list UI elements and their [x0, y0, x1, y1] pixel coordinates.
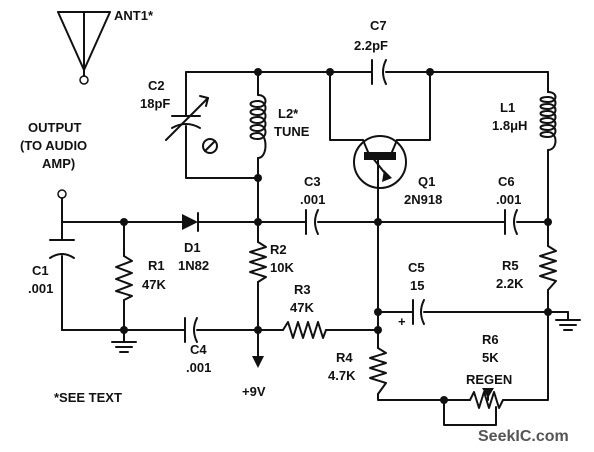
capacitor-c4	[184, 317, 198, 343]
label-c7-value: 2.2pF	[354, 38, 388, 53]
capacitor-c1	[49, 239, 75, 259]
label-c5-name: C5	[408, 260, 425, 275]
label-c2-value: 18pF	[140, 96, 170, 111]
diode-d1	[182, 212, 199, 232]
label-ant1: ANT1*	[114, 8, 154, 23]
label-c1-value: .001	[28, 281, 53, 296]
label-r5-value: 2.2K	[496, 276, 524, 291]
label-c3-name: C3	[304, 174, 321, 189]
label-c5-value: 15	[410, 278, 424, 293]
trimmer-adjust-icon	[202, 138, 218, 154]
label-r3-name: R3	[294, 282, 311, 297]
label-r1-value: 47K	[142, 277, 166, 292]
label-q1-name: Q1	[418, 174, 435, 189]
label-output-2: (TO AUDIO	[20, 138, 87, 153]
label-c1-name: C1	[32, 263, 49, 278]
supply-arrow	[252, 356, 264, 368]
label-r3-value: 47K	[290, 300, 314, 315]
label-c2-name: C2	[148, 78, 165, 93]
label-l2-name: L2*	[278, 106, 299, 121]
label-l2-value: TUNE	[274, 124, 310, 139]
label-c4-value: .001	[186, 360, 211, 375]
label-c4-name: C4	[190, 342, 207, 357]
label-r2-name: R2	[270, 242, 287, 257]
label-output-3: AMP)	[42, 156, 75, 171]
label-c6-name: C6	[498, 174, 515, 189]
label-l1-name: L1	[500, 100, 515, 115]
capacitor-c3	[305, 209, 319, 235]
capacitor-c5	[412, 299, 425, 325]
label-c6-value: .001	[496, 192, 521, 207]
junction-dots	[120, 68, 552, 404]
resistor-r3	[282, 321, 327, 339]
label-supply: +9V	[242, 384, 266, 399]
resistor-r1	[115, 255, 133, 301]
label-r2-value: 10K	[270, 260, 294, 275]
label-r1-name: R1	[148, 258, 165, 273]
potentiometer-r6	[469, 388, 504, 409]
capacitor-c7	[371, 59, 387, 85]
inductor-l2	[249, 94, 267, 159]
resistor-r2	[249, 241, 267, 283]
label-r6-name: R6	[482, 332, 499, 347]
label-d1-name: D1	[184, 240, 201, 255]
ground-symbol-left	[111, 341, 137, 353]
antenna-ant1	[57, 11, 111, 85]
resistor-r5	[539, 245, 557, 291]
watermark: SeekIC.com	[478, 428, 569, 445]
label-l1-value: 1.8μH	[492, 118, 527, 133]
resistor-r4	[369, 347, 387, 395]
label-r6-value: 5K	[482, 350, 499, 365]
label-r4-value: 4.7K	[328, 368, 356, 383]
label-footnote: *SEE TEXT	[54, 390, 122, 405]
label-r6-function: REGEN	[466, 372, 512, 387]
capacitor-c2	[165, 95, 209, 141]
label-c5-polarity: +	[398, 314, 406, 329]
label-r5-name: R5	[502, 258, 519, 273]
ground-symbol-right	[555, 311, 581, 331]
labels: ANT1* OUTPUT (TO AUDIO AMP) C1 .001 R1 4…	[20, 8, 527, 405]
label-q1-value: 2N918	[404, 192, 442, 207]
capacitor-c6	[504, 209, 518, 235]
label-c7-name: C7	[370, 18, 387, 33]
label-d1-value: 1N82	[178, 258, 209, 273]
inductor-l1	[539, 91, 557, 151]
output-terminal	[57, 189, 67, 199]
transistor-q1	[353, 135, 407, 196]
label-r4-name: R4	[336, 350, 353, 365]
label-output-1: OUTPUT	[28, 120, 82, 135]
label-c3-value: .001	[300, 192, 325, 207]
